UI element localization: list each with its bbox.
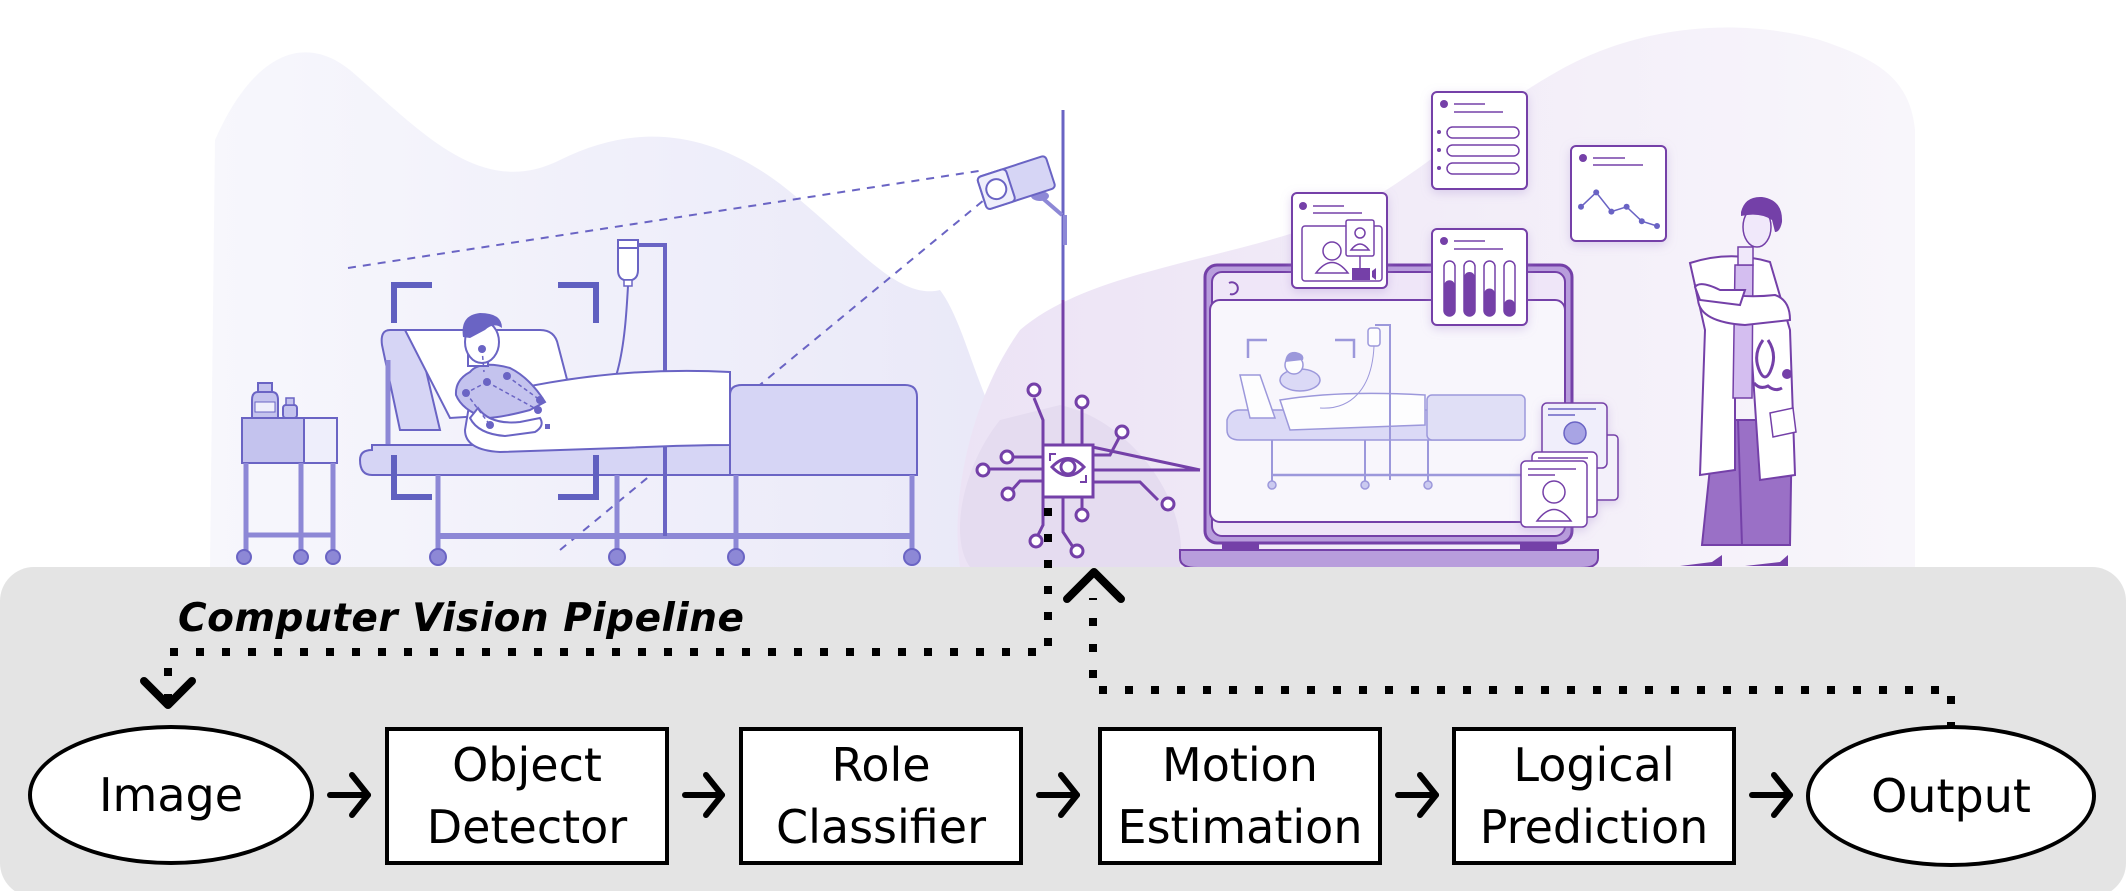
node-label-line: Classifier — [776, 800, 986, 854]
arrow-right-icon — [1749, 772, 1793, 818]
arrow-down-icon — [140, 677, 196, 709]
arrow-up-icon — [1063, 568, 1125, 603]
line-point — [1608, 208, 1615, 215]
line-point — [1654, 223, 1660, 229]
node-image: Image — [28, 725, 314, 865]
bar-fill — [1504, 299, 1515, 316]
node-label-line: Detector — [426, 800, 628, 854]
patient-figure — [454, 313, 731, 454]
node-label-line: Motion — [1162, 738, 1318, 792]
arrow-right-icon — [682, 772, 725, 818]
line-point — [1623, 203, 1630, 210]
bar-fill — [1484, 288, 1495, 316]
refresh-icon — [1228, 281, 1239, 296]
node-label-line: Object — [452, 738, 602, 792]
node-label-line: Estimation — [1117, 800, 1363, 854]
ai-eye-chip — [975, 300, 1201, 559]
profile-cards-stack — [1520, 402, 1619, 528]
pipeline-feedback-paths — [164, 508, 1955, 730]
bar-fill — [1444, 280, 1455, 316]
list-widget — [1431, 91, 1528, 190]
line-point — [1593, 189, 1600, 196]
line-point — [1638, 218, 1645, 225]
camera-view-line-top — [347, 169, 986, 269]
video-call-widget — [1291, 192, 1388, 289]
laptop-patient-feed — [1226, 324, 1526, 490]
node-output: Output — [1806, 725, 2096, 867]
pipeline-title: Computer Vision Pipeline — [178, 596, 745, 641]
arrow-right-icon — [1395, 772, 1439, 818]
arrow-right-icon — [1036, 772, 1080, 818]
pipeline-forward-arrows — [327, 772, 1793, 818]
camera-view-line-bottom — [559, 194, 991, 551]
node-output-label: Output — [1871, 769, 2031, 823]
node-image-label: Image — [98, 768, 244, 822]
node-label-line: Role — [831, 738, 931, 792]
bar-fill — [1464, 272, 1475, 316]
node-label-line: Logical — [1513, 738, 1675, 792]
line-chart-widget — [1570, 145, 1667, 242]
output-to-chip-path — [1089, 598, 1955, 730]
line-point — [1578, 203, 1584, 210]
doctor-figure — [1680, 196, 1797, 566]
patient-detection-box — [391, 282, 599, 500]
node-label-line: Prediction — [1479, 800, 1709, 854]
nightstand — [236, 382, 341, 565]
bar-level-widget — [1431, 228, 1528, 326]
arrow-right-icon — [327, 772, 371, 818]
